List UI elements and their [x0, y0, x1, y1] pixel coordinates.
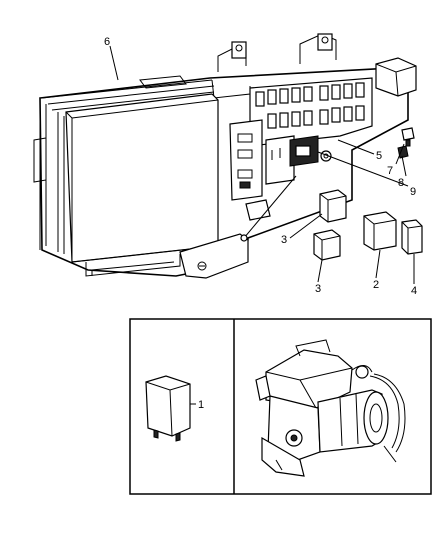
relay-2 [363, 211, 397, 251]
relay-3-lower [313, 229, 341, 261]
relay-3-upper [319, 189, 347, 223]
callout-2: 2 [373, 279, 379, 291]
callout-7: 7 [387, 165, 393, 177]
inset-frame [129, 318, 432, 495]
junction-block-assembly [33, 33, 417, 279]
callout-3-lower: 3 [315, 283, 321, 295]
callout-1: 1 [198, 399, 204, 411]
mini-fuse-7 [401, 127, 415, 147]
callout-8: 8 [398, 177, 404, 189]
callout-5: 5 [376, 150, 382, 162]
callout-6: 6 [104, 36, 110, 48]
callout-3-upper: 3 [281, 234, 287, 246]
motor-assembly [255, 339, 406, 477]
relay-1 [145, 375, 191, 442]
callout-4: 4 [411, 285, 417, 297]
relay-4 [401, 219, 423, 255]
callout-9: 9 [410, 186, 416, 198]
